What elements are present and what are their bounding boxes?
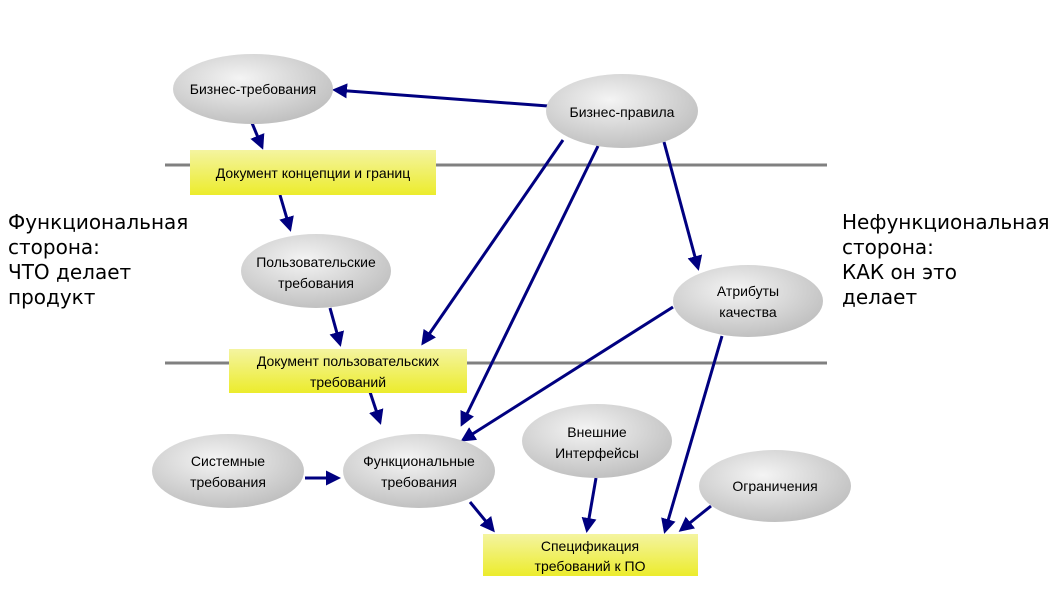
left-side-label-line-2: сторона: [8,235,100,259]
arrow-quality-attributes-to-functional-requirements [460,305,674,442]
right-side-label: Нефункциональная сторона: КАК он это дел… [842,210,1050,309]
left-side-label-line-4: продукт [8,285,96,309]
node-vision-scope-document-text: Документ концепции и границ [216,165,411,181]
node-quality-attributes: Атрибуты качества [673,265,823,337]
node-user-requirements-document-line-2: требований [310,374,386,390]
right-side-label-line-1: Нефункциональная [842,210,1050,234]
arrow-user-doc-to-functional-requirements [368,391,384,425]
node-functional-requirements-line-2: требования [381,474,457,490]
node-external-interfaces-line-1: Внешние [567,424,627,440]
node-system-requirements-line-2: требования [190,474,266,490]
left-side-label-line-1: Функциональная [8,210,188,234]
node-business-requirements: Бизнес-требования [173,54,333,124]
arrow-business-rules-to-quality-attributes [662,141,703,271]
node-system-requirements-line-1: Системные [191,453,265,469]
node-srs: Спецификация требований к ПО [483,534,698,576]
arrow-business-rules-to-user-doc [421,139,565,346]
right-side-label-line-2: сторона: [842,235,934,259]
node-business-rules-text: Бизнес-правила [570,104,675,120]
arrows [250,83,724,534]
node-quality-attributes-line-1: Атрибуты [717,283,779,299]
node-system-requirements: Системные требования [152,434,304,508]
right-side-label-line-4: делает [842,285,917,309]
node-functional-requirements: Функциональные требования [343,434,495,508]
node-srs-line-1: Спецификация [541,538,639,554]
right-side-label-line-3: КАК он это [842,260,957,284]
node-external-interfaces-line-2: Интерфейсы [555,445,639,461]
node-srs-line-2: требований к ПО [535,558,646,574]
left-side-label-line-3: ЧТО делает [8,260,132,284]
arrow-external-interfaces-to-srs [581,477,598,533]
arrow-functional-requirements-to-srs [468,501,495,533]
node-business-requirements-text: Бизнес-требования [190,81,316,97]
arrow-business-rules-to-business-requirements [332,83,549,108]
node-user-requirements-line-1: Пользовательские [256,254,376,270]
arrow-constraints-to-srs [678,504,712,532]
node-functional-requirements-line-1: Функциональные [363,453,475,469]
node-quality-attributes-line-2: качества [719,304,777,320]
node-user-requirements-document: Документ пользовательских требований [229,349,467,393]
arrow-user-requirements-to-user-doc [328,307,345,347]
node-user-requirements-document-line-1: Документ пользовательских [257,353,439,369]
node-business-rules: Бизнес-правила [546,74,698,148]
arrow-quality-attributes-to-srs [661,335,724,534]
arrow-business-rules-to-functional-requirements [460,145,600,427]
left-side-label: Функциональная сторона: ЧТО делает проду… [8,210,188,309]
node-vision-scope-document: Документ концепции и границ [190,150,436,195]
node-constraints: Ограничения [699,450,851,522]
node-user-requirements: Пользовательские требования [241,234,391,308]
node-external-interfaces: Внешние Интерфейсы [522,404,672,478]
node-constraints-text: Ограничения [732,478,817,494]
node-user-requirements-line-2: требования [278,275,354,291]
arrow-business-requirements-to-vision-doc [250,122,265,150]
arrow-vision-doc-to-user-requirements [278,194,294,232]
